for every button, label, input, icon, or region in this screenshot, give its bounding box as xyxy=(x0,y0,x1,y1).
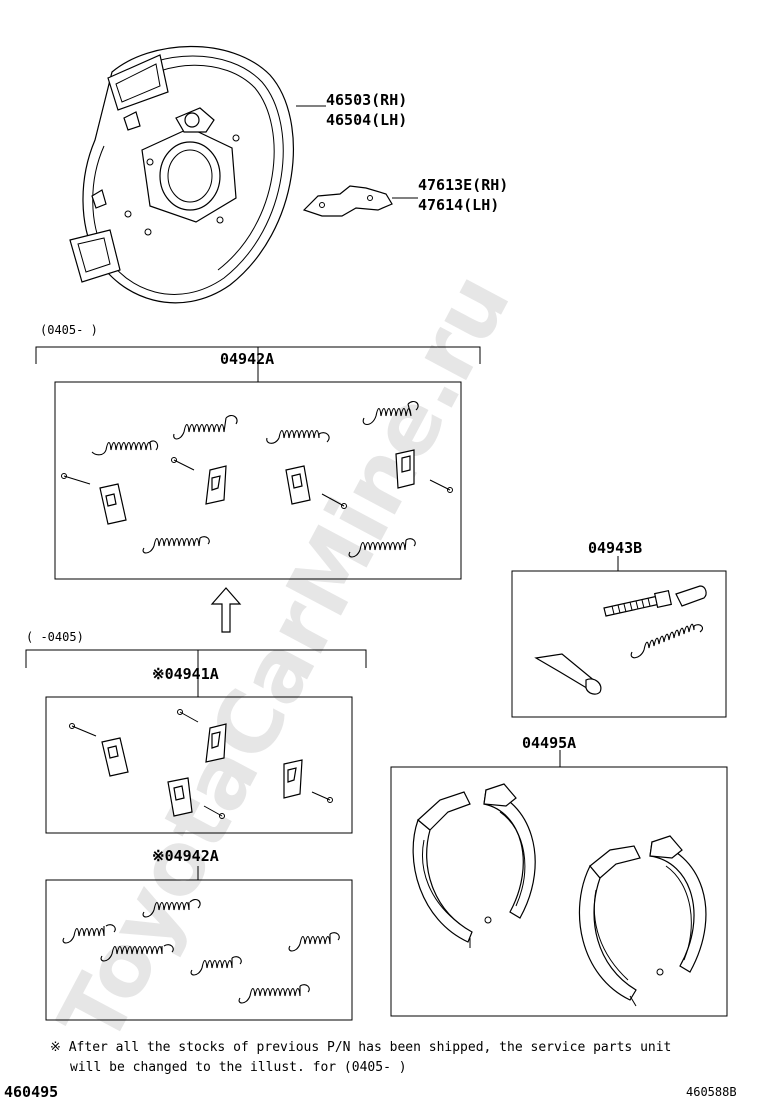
part-number[interactable]: 47614(LH) xyxy=(418,196,499,214)
part-number[interactable]: 47613E(RH) xyxy=(418,176,508,194)
kit-04495a-contents xyxy=(412,783,707,1007)
up-arrow-icon xyxy=(210,587,242,633)
spring xyxy=(100,944,174,962)
watermark: ToyotaCarMine.ru xyxy=(40,258,530,1060)
spring xyxy=(91,440,159,456)
kit-label[interactable]: 04942A xyxy=(220,350,274,368)
footnote-line-2: will be changed to the illust. for (0405… xyxy=(70,1060,407,1075)
spring xyxy=(288,932,340,952)
date-range-old: ( -0405) xyxy=(26,630,84,644)
kit-box-04941a xyxy=(45,696,353,834)
page-code: 460495 xyxy=(4,1083,58,1101)
backing-plate-illustration xyxy=(69,45,294,304)
kit-label[interactable]: ※04942A xyxy=(152,847,219,865)
group-bracket xyxy=(25,649,367,668)
kit-label[interactable]: ※04941A xyxy=(152,665,219,683)
spring xyxy=(142,899,201,918)
spring xyxy=(630,623,703,659)
spring xyxy=(238,984,310,1004)
kit-04942a-old-contents xyxy=(62,899,340,1004)
spring xyxy=(173,415,238,440)
kit-04943b-contents xyxy=(534,585,707,695)
spring xyxy=(266,429,330,444)
spring xyxy=(62,924,116,944)
shim-illustration xyxy=(302,185,418,217)
part-number[interactable]: 46503(RH) xyxy=(326,91,407,109)
kit-label[interactable]: 04495A xyxy=(522,734,576,752)
kit-label[interactable]: 04943B xyxy=(588,539,642,557)
kit-04942a-contents xyxy=(61,401,453,558)
drawing-code: 460588B xyxy=(686,1085,737,1099)
kit-box-04942a-old xyxy=(45,879,353,1021)
kit-box-04495a xyxy=(390,766,728,1017)
spring xyxy=(142,536,210,554)
kit-box-04943b xyxy=(511,570,727,718)
date-range-new: (0405- ) xyxy=(40,323,98,337)
part-number[interactable]: 46504(LH) xyxy=(326,111,407,129)
spring xyxy=(362,401,419,426)
spring xyxy=(190,956,242,976)
kit-04941a-contents xyxy=(69,709,333,819)
spring xyxy=(348,538,416,558)
footnote-line-1: ※ After all the stocks of previous P/N h… xyxy=(50,1040,671,1055)
kit-box-04942a xyxy=(54,381,462,580)
